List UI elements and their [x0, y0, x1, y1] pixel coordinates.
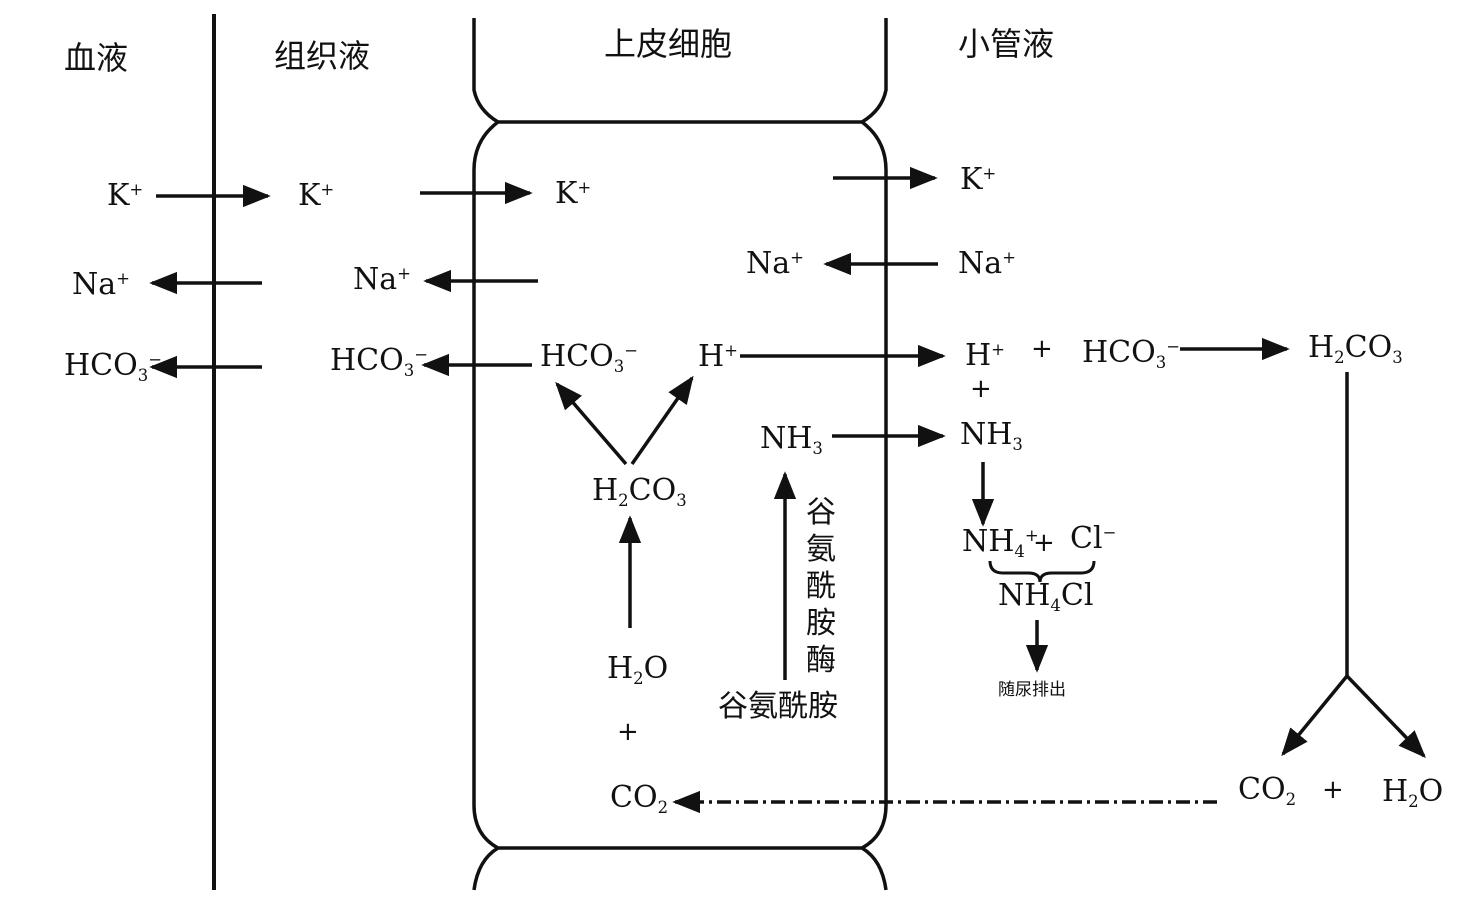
k-blood: K+ — [107, 178, 144, 213]
na-cell: Na+ — [746, 246, 804, 281]
h2o-lumen: H2O — [1382, 774, 1444, 811]
plus-co2-h2o: + — [1322, 775, 1344, 805]
nh3-lumen: NH3 — [960, 417, 1023, 454]
header-epithelial-cell: 上皮细胞 — [604, 25, 733, 63]
glutamine-label: 谷氨酰胺 — [718, 689, 838, 724]
arrow-h2co3-to-hco3 — [555, 381, 628, 466]
nh3-cell: NH3 — [760, 421, 823, 458]
cell-membrane-basolateral — [472, 18, 502, 891]
h-lumen: H+ — [965, 338, 1005, 373]
arrow-lumen-to-co2 — [1281, 674, 1349, 757]
arrow-h2co3-to-h — [630, 375, 694, 466]
plus-cell: + — [617, 717, 639, 747]
co2-cell: CO2 — [610, 780, 669, 817]
k-tissue: K+ — [298, 178, 335, 213]
na-blood: Na+ — [72, 267, 130, 302]
cl-lumen: Cl− — [1070, 521, 1117, 556]
na-lumen: Na+ — [958, 246, 1016, 281]
h2o-cell: H2O — [607, 651, 669, 688]
nh4cl-lumen: NH4Cl — [998, 578, 1094, 615]
enzyme-label: 谷 氨 酰 胺 酶 — [806, 495, 836, 678]
h2co3-cell: H2CO3 — [592, 473, 687, 510]
plus-nh4-cl: + — [1033, 528, 1055, 558]
header-tissue-fluid: 组织液 — [274, 37, 371, 75]
header-blood: 血液 — [64, 39, 129, 77]
k-cell: K+ — [555, 176, 592, 211]
k-lumen: K+ — [960, 162, 997, 197]
h2co3-lumen: H2CO3 — [1308, 330, 1403, 367]
nh4-lumen: NH4+ — [962, 524, 1039, 561]
co2-lumen: CO2 — [1238, 772, 1297, 809]
hco3-cell: HCO3− — [540, 339, 639, 376]
header-tubular-fluid: 小管液 — [958, 25, 1055, 63]
excretion-label: 随尿排出 — [998, 680, 1066, 700]
plus-h-hco3: + — [1031, 334, 1053, 364]
hco3-lumen: HCO3− — [1082, 335, 1181, 372]
h-cell: H+ — [698, 339, 738, 374]
hco3-blood: HCO3− — [64, 348, 163, 385]
na-tissue: Na+ — [353, 262, 411, 297]
cell-membrane-apical — [858, 18, 888, 891]
plus-h-nh3: + — [970, 374, 992, 404]
hco3-tissue: HCO3− — [330, 343, 429, 380]
brace-nh4cl — [988, 560, 1096, 583]
arrow-lumen-to-h2o — [1345, 674, 1426, 759]
